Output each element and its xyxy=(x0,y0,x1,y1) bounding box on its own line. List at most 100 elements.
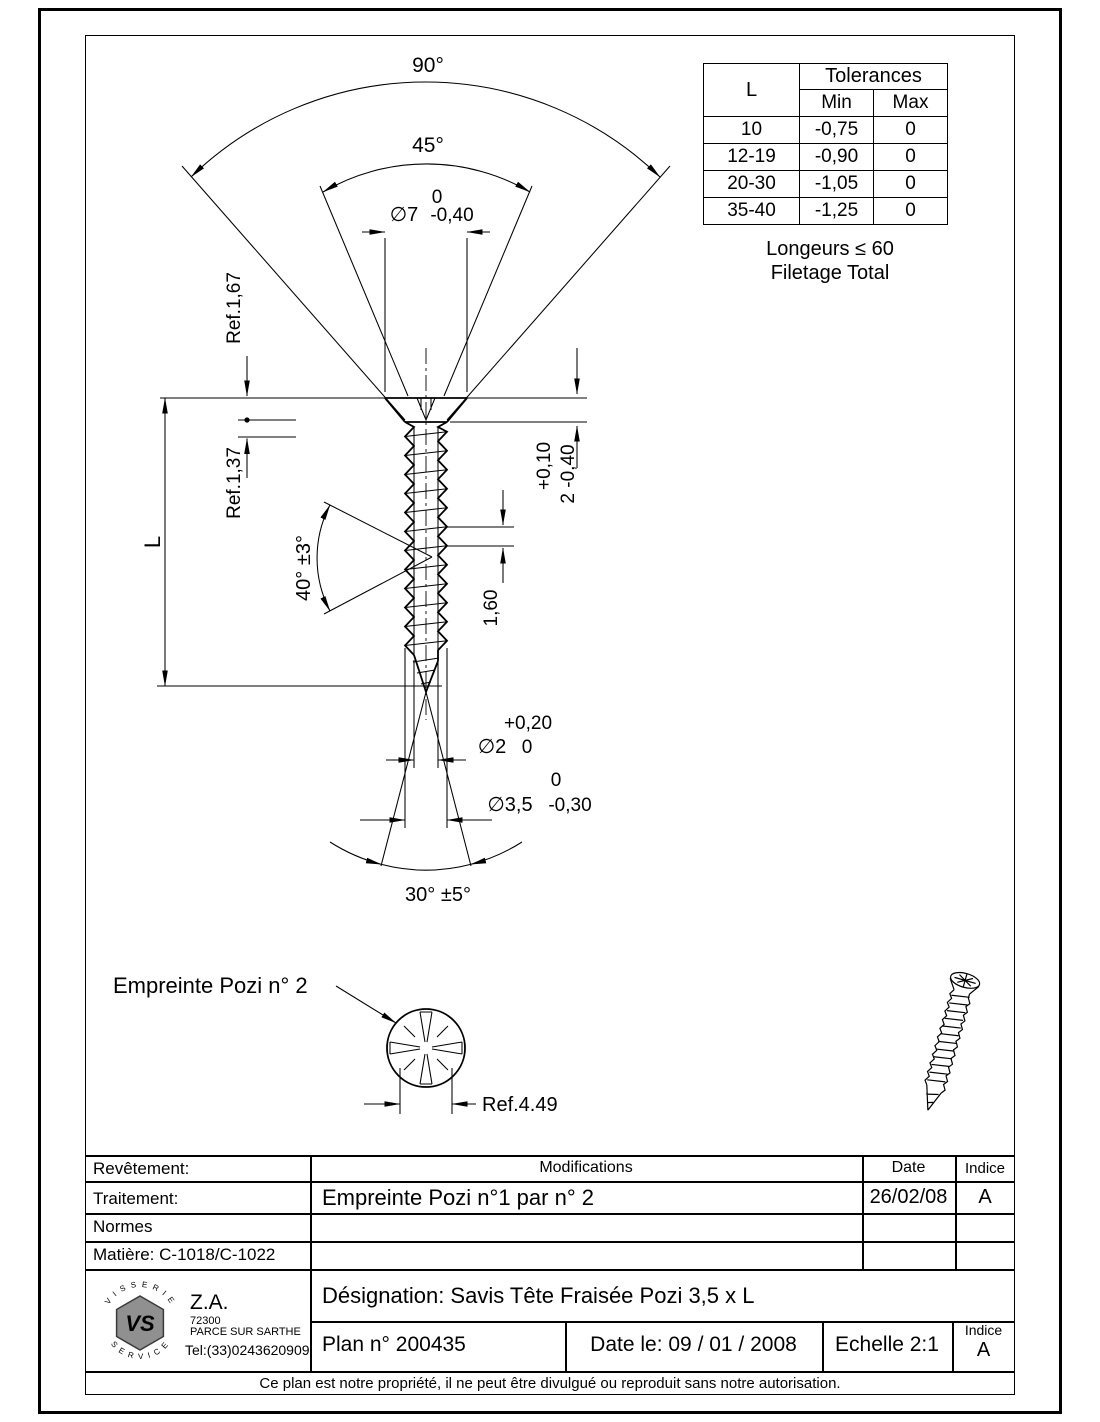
thread-angle-lines xyxy=(323,501,433,615)
company-logo: VS V I S S E R I E S E R V I C E xyxy=(103,1280,175,1361)
dia2-nominal: ∅2 xyxy=(478,736,507,758)
revetement-label: Revêtement: xyxy=(93,1159,190,1178)
grid-line xyxy=(85,1269,1015,1271)
angle45-arc xyxy=(322,163,531,193)
tol-cell: -1,25 xyxy=(799,197,874,225)
grid-line xyxy=(85,1371,1015,1373)
traitement-label: Traitement: xyxy=(93,1189,179,1208)
tip-thread-lines xyxy=(412,657,440,685)
tol-cell: -0,90 xyxy=(799,143,874,171)
tol-cell: -0,75 xyxy=(799,116,874,144)
thread-angle-label: 40° ±3° xyxy=(293,535,315,601)
dia2-tol-lower: 0 xyxy=(522,737,533,758)
logo-hexagon xyxy=(115,1295,165,1351)
modification-indice: A xyxy=(978,1186,992,1208)
grid-line xyxy=(85,1181,1015,1183)
grid-line xyxy=(565,1321,567,1371)
grid-line xyxy=(310,1155,312,1371)
modification-date: 26/02/08 xyxy=(869,1186,948,1208)
tol-cell: 0 xyxy=(873,116,948,144)
thread-right-profile xyxy=(436,421,449,661)
grid-line xyxy=(310,1321,1015,1323)
pitch-label: 1,60 xyxy=(481,590,502,627)
iso-right-edge xyxy=(940,993,971,1094)
ref167-label: Ref.1,67 xyxy=(224,272,245,344)
tol-row: 35-40 -1,25 0 xyxy=(703,197,948,225)
head-height-tol-upper: +0,10 xyxy=(534,442,555,490)
tol-max-header: Max xyxy=(873,89,948,117)
outer-frame xyxy=(38,8,1062,1414)
tol-l-header: L xyxy=(703,63,800,117)
scale: Echelle 2:1 xyxy=(835,1333,939,1356)
grid-line xyxy=(862,1155,864,1269)
grid-line xyxy=(822,1321,824,1371)
angle90-lines xyxy=(181,165,671,421)
tol-cell: -1,05 xyxy=(799,170,874,198)
dim-ref167: Ref.1,67 xyxy=(224,272,296,423)
length-label: L xyxy=(140,536,165,548)
tol-row: 20-30 -1,05 0 xyxy=(703,170,948,198)
angle90-label: 90° xyxy=(412,54,444,77)
point-angle-label: 30° ±5° xyxy=(405,884,471,906)
tol-cell: 0 xyxy=(873,143,948,171)
thread-angle-arc xyxy=(316,504,331,612)
grid-line xyxy=(955,1155,957,1269)
dia35-tol-upper: 0 xyxy=(551,770,562,791)
dia7-extension-lines xyxy=(384,238,468,392)
iso-left-edge xyxy=(924,989,955,1086)
normes-label: Normes xyxy=(93,1217,153,1236)
modifications-header: Modifications xyxy=(539,1159,633,1176)
tol-header-row-2: Min Max xyxy=(704,89,948,117)
tolerance-note-line1: Longeurs ≤ 60 xyxy=(766,238,894,260)
inner-frame xyxy=(85,35,1015,1395)
company-tel: Tel:(33)0243620909 xyxy=(185,1342,310,1358)
dim-thread-angle: 40° ±3° xyxy=(293,501,433,615)
angle45-lines xyxy=(319,185,533,397)
iso-thread-lines xyxy=(927,994,970,1083)
title-block: Revêtement: Traitement: Normes Matière: … xyxy=(85,1155,1015,1395)
ref449-label: Ref.4.49 xyxy=(482,1094,558,1116)
iso-head-cone xyxy=(949,977,980,995)
recess-section-lines xyxy=(416,397,436,422)
head-circle xyxy=(386,1008,466,1088)
tolerance-table: L Tolerances Min Max 10 -0,75 0 12-19 -0… xyxy=(703,63,948,225)
point-angle-lines xyxy=(380,691,472,867)
dia7-tol-upper: 0 xyxy=(432,187,443,208)
ref137-label: Ref.1,37 xyxy=(224,447,245,519)
designation: Désignation: Savis Tête Fraisée Pozi 3,5… xyxy=(322,1283,755,1308)
grid-line xyxy=(85,1213,1015,1215)
dia7-nominal: ∅7 xyxy=(390,204,419,226)
company-city: PARCE SUR SARTHE xyxy=(190,1326,301,1338)
dim-length: L xyxy=(140,397,442,687)
thread-left-profile xyxy=(403,421,416,656)
dia35-extension-lines xyxy=(404,648,448,828)
modification-entry: Empreinte Pozi n°1 par n° 2 xyxy=(322,1185,594,1210)
dia2-extension-lines xyxy=(413,660,439,768)
tol-title: Tolerances xyxy=(799,63,948,90)
grid-line xyxy=(85,1155,1015,1157)
tol-cell: 0 xyxy=(873,170,948,198)
matiere-label: Matière: C-1018/C-1022 xyxy=(93,1245,276,1264)
tol-cell: 20-30 xyxy=(703,170,800,198)
point-angle-arc-left xyxy=(329,841,382,865)
tol-cell: 0 xyxy=(873,197,948,225)
angle90-arc xyxy=(190,81,661,178)
ref449-extension-lines xyxy=(399,1068,453,1114)
pozi-top-view: Empreinte Pozi n° 2 xyxy=(113,973,466,1088)
property-notice: Ce plan est notre propriété, il ne peut … xyxy=(259,1375,841,1392)
pozi-diagonal-ticks xyxy=(403,1025,449,1071)
dia2-tol-upper: +0,20 xyxy=(504,713,552,734)
screw-head-outline xyxy=(384,397,468,423)
head-height-nominal: 2 -0,40 xyxy=(558,444,579,503)
screw-iso-view xyxy=(924,971,981,1111)
dim-point-angle: 30° ±5° xyxy=(329,691,523,906)
tol-cell: 35-40 xyxy=(703,197,800,225)
tol-cell: 10 xyxy=(703,116,800,144)
tol-cell: 12-19 xyxy=(703,143,800,171)
indice-header: Indice xyxy=(964,1160,1006,1177)
pozi-cross-arms xyxy=(389,1011,463,1085)
dia35-nominal: ∅3,5 xyxy=(487,794,532,816)
indice-label-bottom: Indice xyxy=(964,1322,1003,1338)
dia35-tol-lower: -0,30 xyxy=(548,795,591,816)
